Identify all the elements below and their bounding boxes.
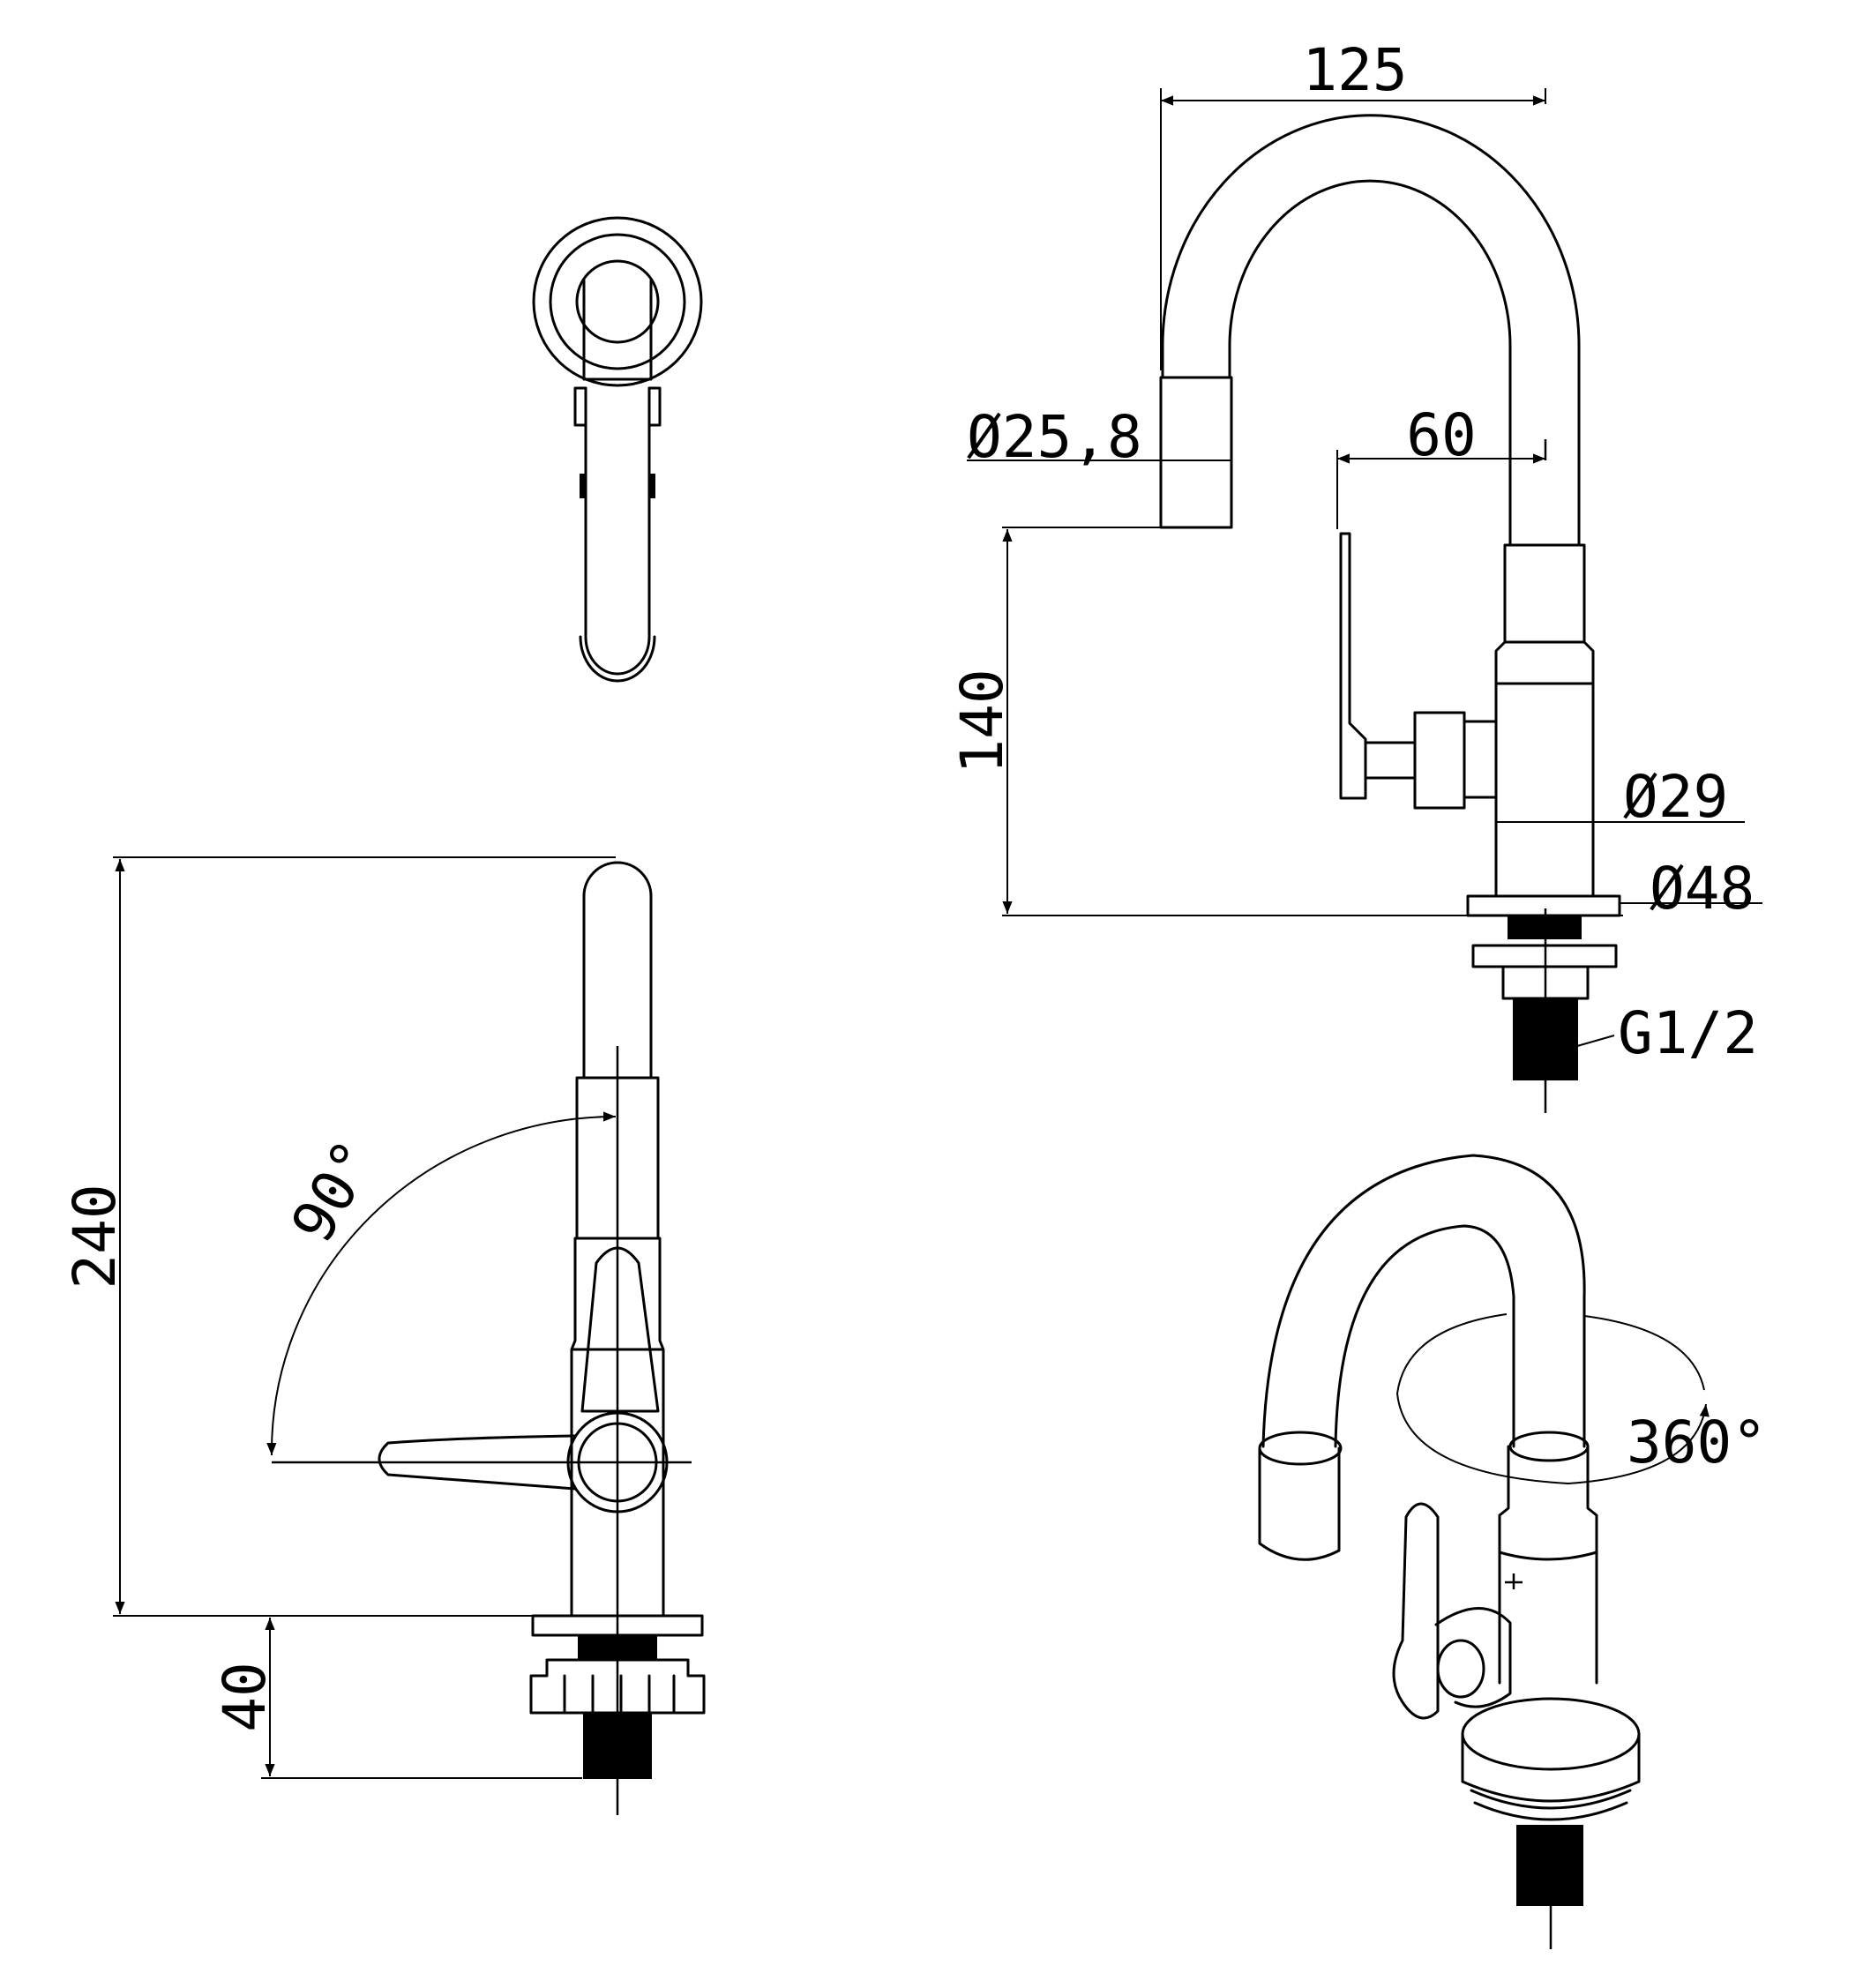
dim-spout-diameter: Ø25,8: [967, 403, 1142, 471]
perspective-view: [1258, 1154, 1710, 1949]
dim-total-height: 240: [61, 1184, 129, 1289]
dim-shank-length: 40: [211, 1662, 279, 1731]
front-view-dimensions: [113, 856, 616, 1779]
side-view-dimensions: [967, 88, 1762, 1047]
top-view: [532, 216, 703, 683]
front-view: [266, 861, 706, 1815]
side-view: [1159, 114, 1621, 1113]
dim-handle-rotation: 90°: [278, 1129, 389, 1254]
dim-flange-diameter: Ø48: [1650, 855, 1755, 923]
dim-thread: G1/2: [1618, 999, 1758, 1067]
dim-spout-rotation: 360°: [1627, 1409, 1767, 1476]
dim-handle-offset: 60: [1406, 401, 1476, 469]
dim-spout-height: 140: [948, 669, 1016, 774]
dim-body-diameter: Ø29: [1623, 763, 1728, 831]
dim-spout-reach: 125: [1302, 36, 1407, 104]
